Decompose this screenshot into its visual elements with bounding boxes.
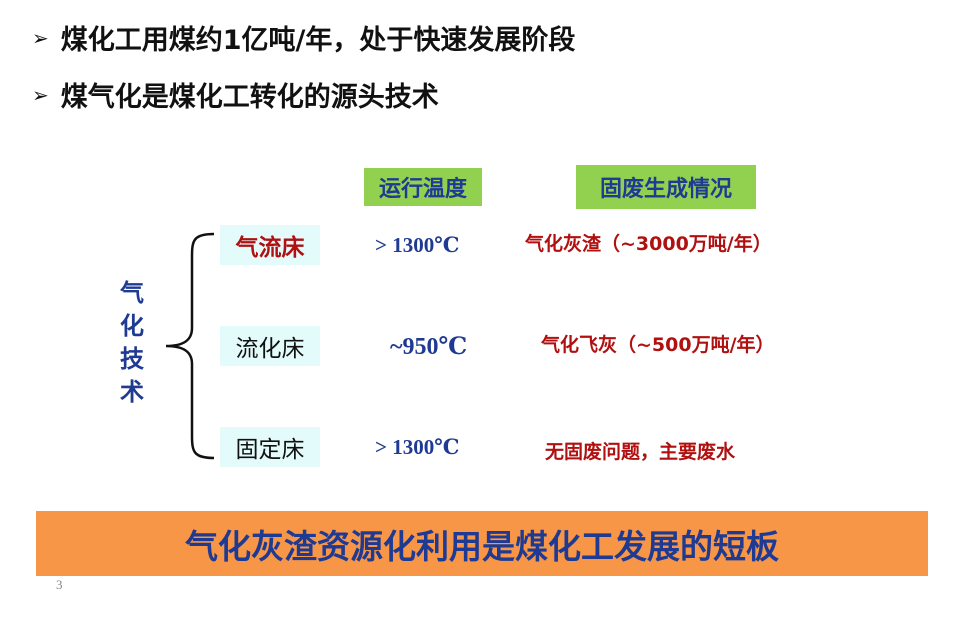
temp-fixed-bed: > 1300℃ <box>375 435 460 459</box>
temp-entrained-flow: > 1300℃ <box>375 233 460 257</box>
temp-fluidized-bed: ~950℃ <box>390 334 468 360</box>
bullet-2-text: 煤气化是煤化工转化的源头技术 <box>60 82 439 113</box>
header-solid-waste: 固废生成情况 <box>576 165 756 209</box>
brace-icon <box>165 232 215 460</box>
conclusion-banner: 气化灰渣资源化利用是煤化工发展的短板 <box>36 511 928 576</box>
tech-fluidized-bed: 流化床 <box>220 326 320 366</box>
arrow-bullet-icon: ➢ <box>32 82 49 107</box>
waste-fixed-bed: 无固废问题，主要废水 <box>545 441 736 463</box>
tech-fixed-bed: 固定床 <box>220 427 320 467</box>
category-label: 气 化 技 术 <box>120 279 144 406</box>
bullet-2: ➢ 煤气化是煤化工转化的源头技术 <box>32 75 439 114</box>
arrow-bullet-icon: ➢ <box>32 25 49 50</box>
bullet-1-text: 煤化工用煤约1亿吨/年，处于快速发展阶段 <box>60 25 576 56</box>
waste-fluidized-bed: 气化飞灰（~500万吨/年） <box>541 334 775 356</box>
header-temperature: 运行温度 <box>364 168 482 206</box>
page-number: 3 <box>56 577 63 592</box>
tech-entrained-flow: 气流床 <box>220 225 320 265</box>
conclusion-text: 气化灰渣资源化利用是煤化工发展的短板 <box>185 526 779 566</box>
waste-entrained-flow: 气化灰渣（~3000万吨/年） <box>525 233 772 255</box>
bullet-1: ➢ 煤化工用煤约1亿吨/年，处于快速发展阶段 <box>32 18 575 57</box>
